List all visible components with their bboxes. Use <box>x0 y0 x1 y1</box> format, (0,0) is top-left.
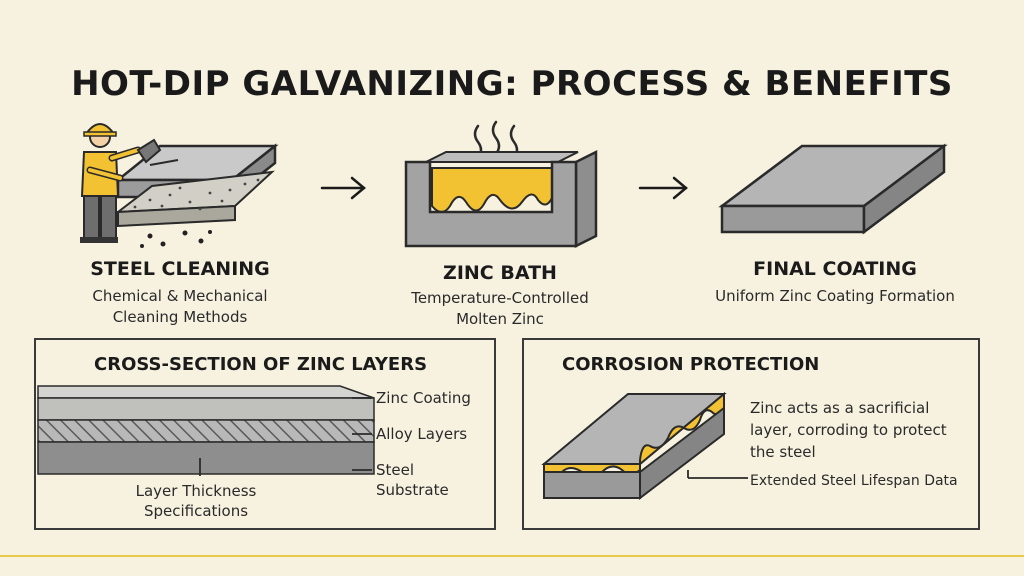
layer-stack-diagram <box>37 385 375 476</box>
layer-label-alloy-layers: Alloy Layers <box>376 425 468 443</box>
corrosion-text-line: the steel <box>750 443 816 461</box>
step-heading-final-coating: FINAL COATING <box>753 258 917 280</box>
step-desc-line: Chemical & Mechanical <box>92 287 268 305</box>
arrow-right-icon <box>638 176 688 200</box>
step-heading-steel-cleaning: STEEL CLEANING <box>90 258 270 280</box>
layer-label-zinc-coating: Zinc Coating <box>376 389 471 407</box>
zinc-bath-icon <box>404 120 598 249</box>
corrosion-callout: Extended Steel Lifespan Data <box>750 473 958 489</box>
step-heading-zinc-bath: ZINC BATH <box>443 262 557 284</box>
corrosion-text-line: layer, corroding to protect <box>750 421 947 439</box>
worker-cleaning-steel-icon <box>80 123 279 248</box>
arrow-right-icon <box>320 176 366 200</box>
step-desc-line: Uniform Zinc Coating Formation <box>715 287 955 305</box>
coated-steel-plate-icon <box>718 143 948 235</box>
step-desc-line: Cleaning Methods <box>112 308 248 326</box>
step-desc-line: Temperature-Controlled <box>411 289 589 307</box>
page-title: HOT-DIP GALVANIZING: PROCESS & BENEFITS <box>71 64 953 104</box>
bottom-divider <box>0 555 1024 557</box>
step-desc-line: Molten Zinc <box>456 310 544 328</box>
cross-section-heading: CROSS-SECTION OF ZINC LAYERS <box>94 354 428 375</box>
corrosion-panel: CORROSION PROTECTION Zinc acts as a sacr… <box>522 338 980 530</box>
footnote-line: Specifications <box>143 502 249 520</box>
corroding-plate-diagram <box>541 391 748 501</box>
layer-label-substrate: Substrate <box>376 481 449 499</box>
footnote-line: Layer Thickness <box>135 482 257 500</box>
layer-label-steel: Steel <box>376 461 415 479</box>
corrosion-heading: CORROSION PROTECTION <box>562 354 820 375</box>
corrosion-text-line: Zinc acts as a sacrificial <box>750 399 930 417</box>
cross-section-panel: CROSS-SECTION OF ZINC LAYERS Zinc Coatin… <box>34 338 496 530</box>
